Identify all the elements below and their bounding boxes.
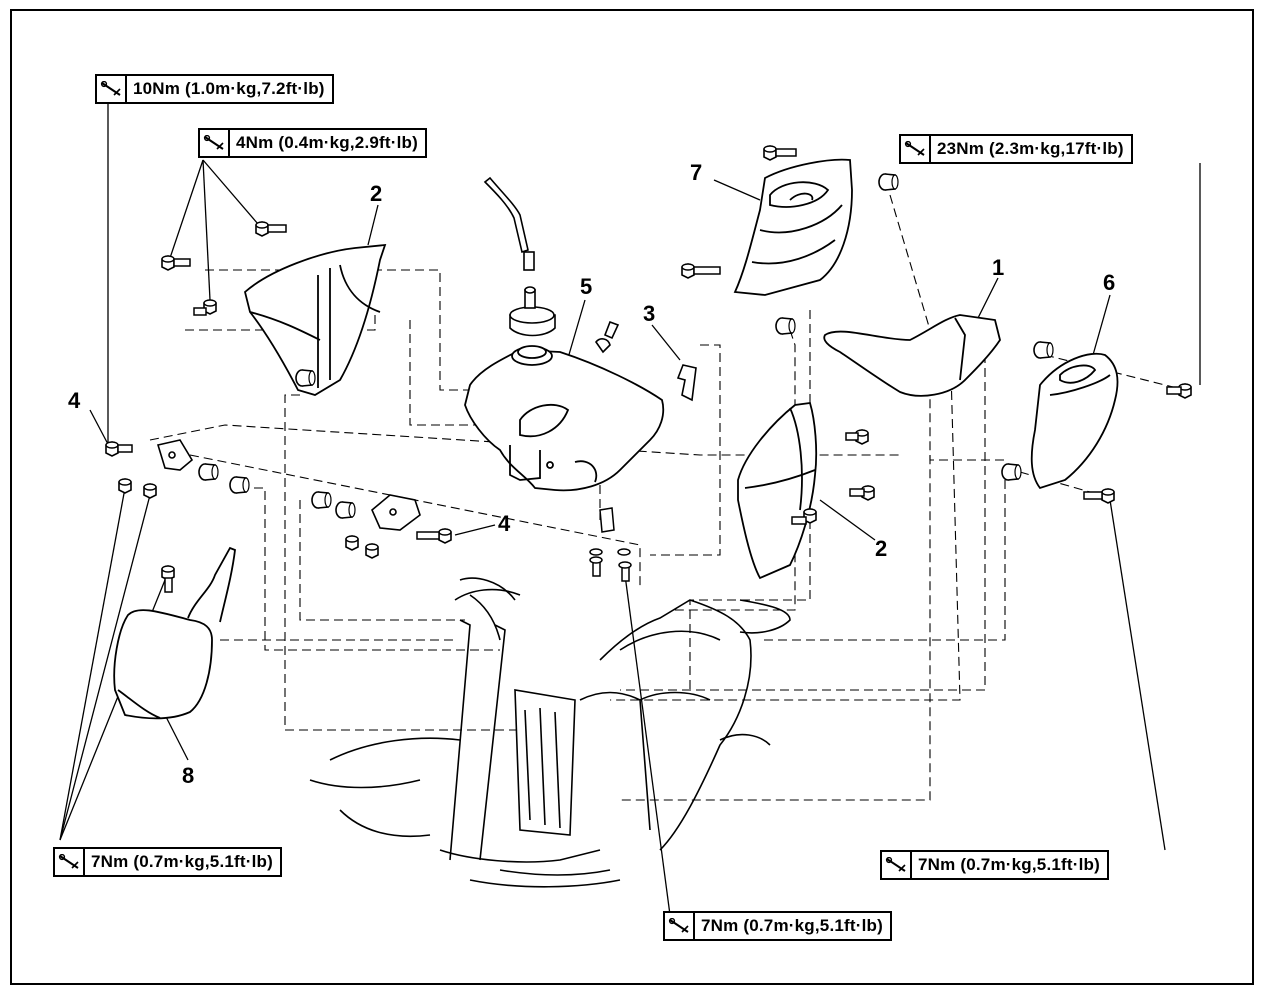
torque-spec-23nm: 23Nm (2.3m·kg,17ft·lb) xyxy=(899,134,1133,164)
torque-spec-text: 7Nm (0.7m·kg,5.1ft·lb) xyxy=(918,855,1100,874)
leader-part-6 xyxy=(1092,294,1111,356)
leader-7nm-left-b xyxy=(59,487,126,841)
leader-7nm-bottom xyxy=(624,574,671,916)
diagram-frame xyxy=(10,9,1254,985)
torque-spec-7nm-left: 7Nm (0.7m·kg,5.1ft·lb) xyxy=(53,847,282,877)
torque-wrench-icon xyxy=(55,849,85,875)
fuel-tank xyxy=(464,345,665,492)
torque-wrench-icon xyxy=(882,852,912,878)
part-number-7: 7 xyxy=(690,160,703,185)
leader-part-4-center xyxy=(454,524,496,536)
torque-wrench-icon xyxy=(901,136,931,162)
torque-wrench-icon xyxy=(97,76,127,102)
part-number-3: 3 xyxy=(643,301,656,326)
air-scoop-right xyxy=(737,402,818,580)
leader-part-2-right xyxy=(819,499,876,541)
leader-lines xyxy=(59,103,1201,916)
torque-spec-text: 10Nm (1.0m·kg,7.2ft·lb) xyxy=(133,79,325,98)
side-cover-right xyxy=(1030,352,1119,490)
leader-part-3 xyxy=(651,324,681,361)
torque-spec-text: 4Nm (0.4m·kg,2.9ft·lb) xyxy=(236,133,418,152)
torque-spec-4nm: 4Nm (0.4m·kg,2.9ft·lb) xyxy=(198,128,427,158)
bracket-left xyxy=(156,439,194,471)
air-scoop-left xyxy=(243,243,387,396)
torque-spec-10nm: 10Nm (1.0m·kg,7.2ft·lb) xyxy=(95,74,334,104)
torque-spec-text: 7Nm (0.7m·kg,5.1ft·lb) xyxy=(91,852,273,871)
leader-part-5 xyxy=(567,299,586,359)
fuel-cock xyxy=(595,320,697,402)
leader-7nm-left-c xyxy=(59,494,151,841)
seat xyxy=(823,314,1001,397)
leader-part-7 xyxy=(713,179,761,201)
torque-wrench-icon xyxy=(200,130,230,156)
fuel-cap xyxy=(483,176,556,337)
part-number-2-left: 2 xyxy=(370,181,383,206)
torque-spec-7nm-bottom: 7Nm (0.7m·kg,5.1ft·lb) xyxy=(663,911,892,941)
part-number-8: 8 xyxy=(182,763,195,788)
number-plate xyxy=(113,546,236,720)
part-number-5: 5 xyxy=(580,274,593,299)
part-number-6: 6 xyxy=(1103,270,1116,295)
torque-spec-text: 7Nm (0.7m·kg,5.1ft·lb) xyxy=(701,916,883,935)
leader-part-1 xyxy=(977,277,999,319)
side-cover-upper xyxy=(733,158,853,296)
part-number-4-center: 4 xyxy=(498,511,511,536)
part-number-2-right: 2 xyxy=(875,536,888,561)
leader-part-4-left xyxy=(89,409,111,449)
part-number-1: 1 xyxy=(992,255,1005,280)
motorcycle-body xyxy=(309,577,791,888)
leader-4nm-c xyxy=(202,159,211,301)
fasteners xyxy=(105,145,1192,593)
torque-wrench-icon xyxy=(665,913,695,939)
leader-4nm-b xyxy=(202,159,259,225)
leader-part-2-left xyxy=(367,204,379,246)
torque-spec-7nm-right: 7Nm (0.7m·kg,5.1ft·lb) xyxy=(880,850,1109,880)
leader-7nm-right xyxy=(1109,499,1166,851)
bracket-center xyxy=(371,494,421,531)
torque-spec-text: 23Nm (2.3m·kg,17ft·lb) xyxy=(937,139,1124,158)
leader-4nm-a xyxy=(169,159,204,259)
part-number-4-left: 4 xyxy=(68,388,81,413)
